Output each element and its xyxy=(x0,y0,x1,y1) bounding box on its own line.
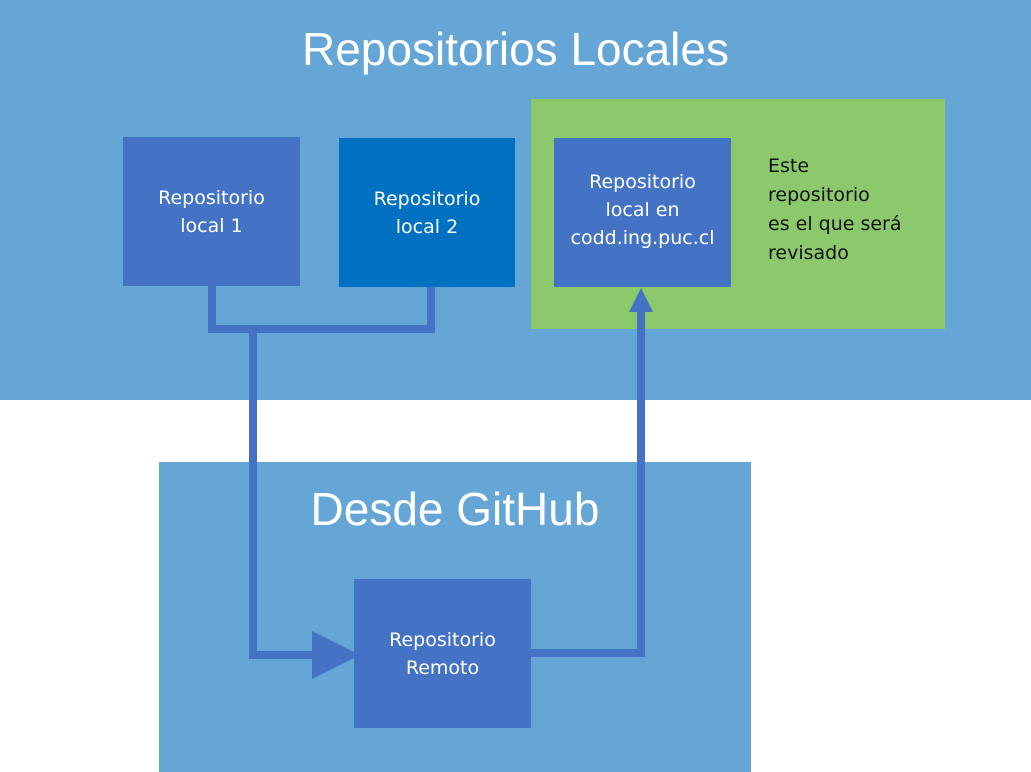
push-arrowhead xyxy=(328,643,352,667)
github-title: Desde GitHub xyxy=(310,483,600,535)
remote-repository: Repositorio Remoto xyxy=(354,579,531,728)
remote-repository-label: Repositorio Remoto xyxy=(389,628,496,679)
review-note: Este repositorio es el que será revisado xyxy=(768,155,902,264)
local-repository-2-label: Repositorio local 2 xyxy=(373,187,481,238)
push-to-remote-arrow xyxy=(249,329,360,679)
pull-to-codd-arrow xyxy=(531,310,645,657)
local-repositories-title: Repositorios Locales xyxy=(301,23,729,75)
local-repository-1: Repositorio local 1 xyxy=(123,137,300,286)
pull-arrowhead xyxy=(629,288,653,312)
local-repository-1-label: Repositorio local 1 xyxy=(158,186,265,237)
local-repository-2: Repositorio local 2 xyxy=(339,138,515,287)
codd-repository-label: Repositorio local en codd.ing.puc.cl xyxy=(570,171,715,249)
codd-repository: Repositorio local en codd.ing.puc.cl xyxy=(554,138,731,287)
github-region: Desde GitHub xyxy=(159,462,751,772)
merge-connector xyxy=(208,286,435,333)
